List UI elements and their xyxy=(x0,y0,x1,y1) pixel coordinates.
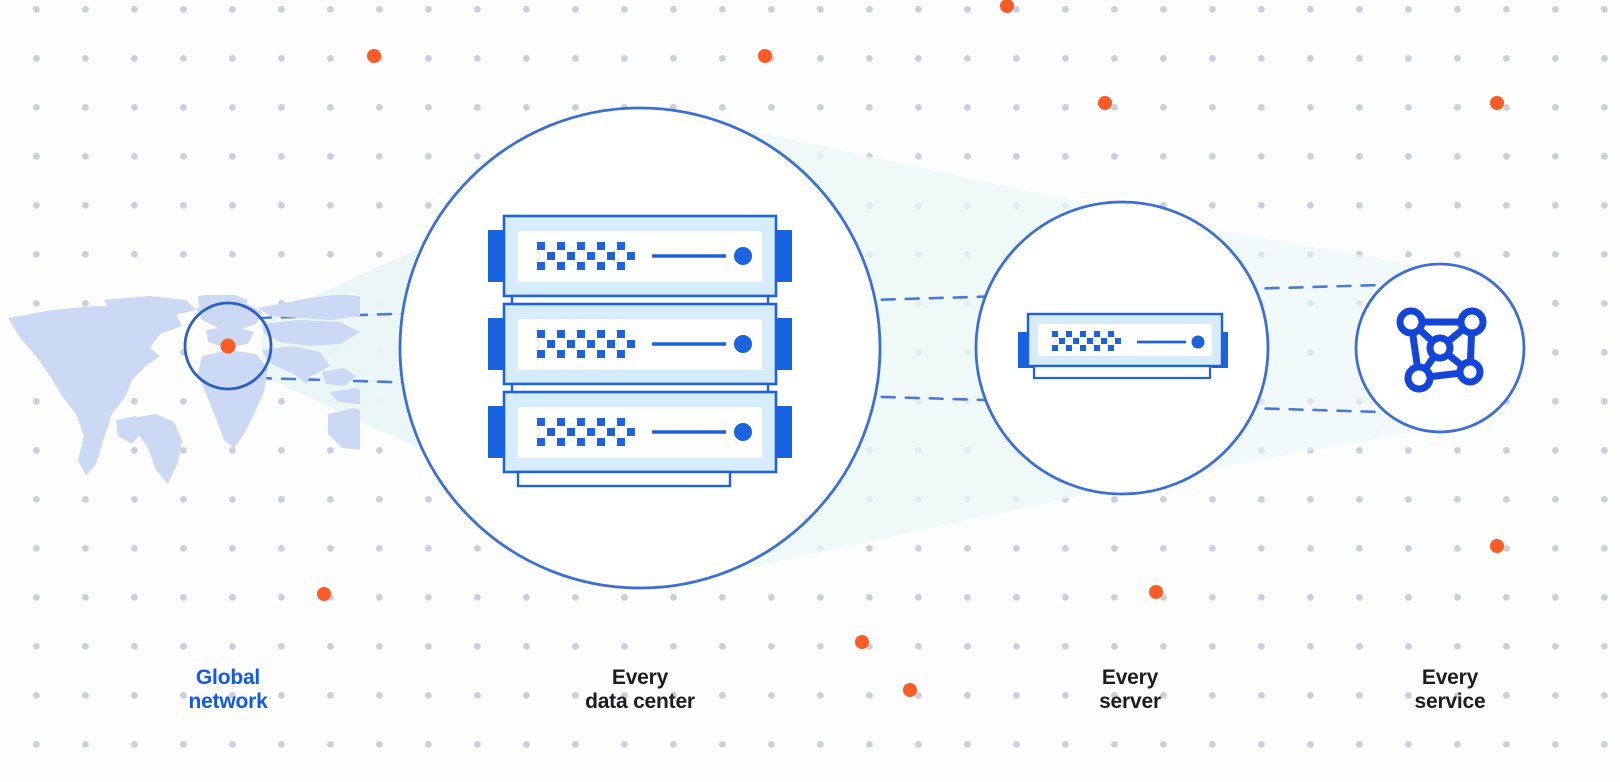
server-unit xyxy=(488,390,792,474)
stage-label-global-network: Global network xyxy=(188,666,268,714)
server-unit xyxy=(488,302,792,386)
server-unit-icon xyxy=(1018,312,1228,380)
stage-label-every-server: Every server xyxy=(1099,666,1161,714)
orange-accent-dots xyxy=(317,0,1504,697)
stage-label-every-data-center: Every data center xyxy=(585,666,695,714)
world-map-icon xyxy=(8,295,360,484)
network-mesh-nodes xyxy=(1396,307,1487,393)
server-rack-icon xyxy=(488,214,792,488)
global-focus-circle xyxy=(183,301,273,391)
stage-label-every-service: Every service xyxy=(1414,666,1486,714)
global-focus-pin xyxy=(220,338,236,354)
server-unit xyxy=(488,214,792,298)
